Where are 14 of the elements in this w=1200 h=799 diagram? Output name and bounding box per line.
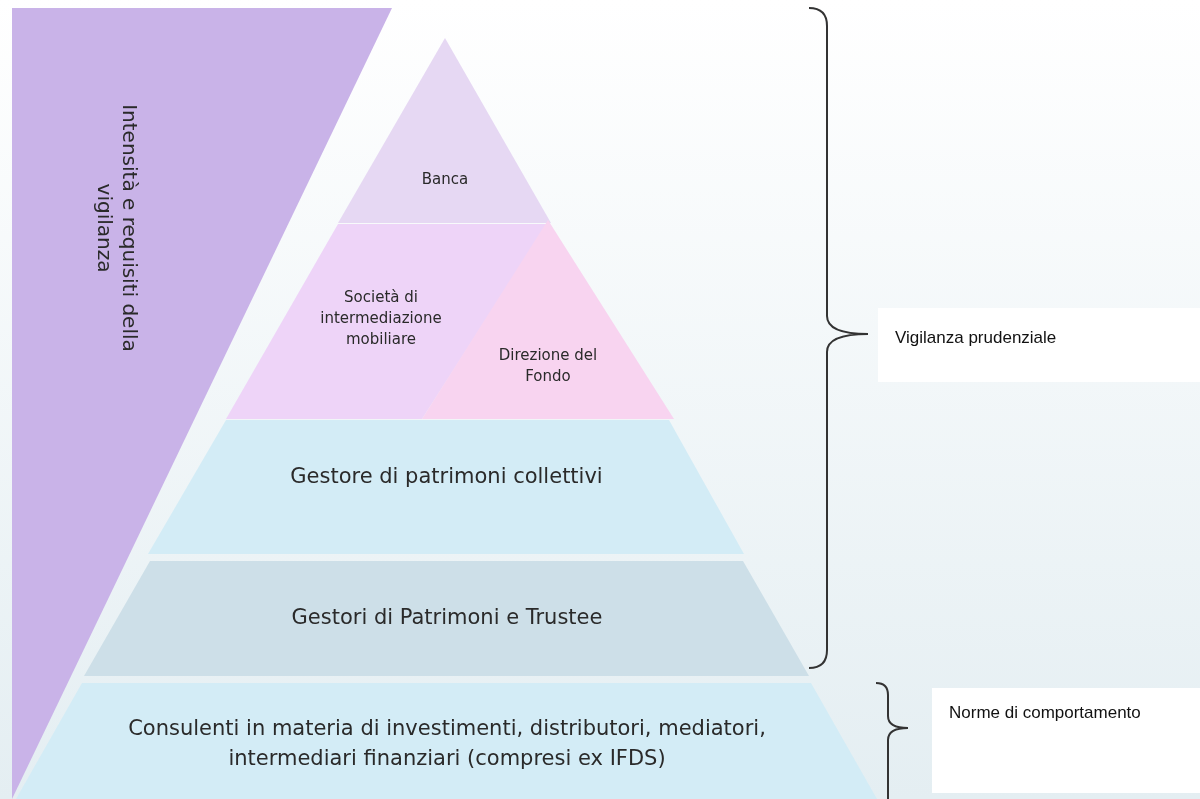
- pyramid-tier: [84, 561, 810, 676]
- tier-label: Società di intermediazione mobiliare: [319, 287, 443, 350]
- axis-text: Intensità e requisiti della vigilanza: [92, 103, 142, 354]
- tier-label: Banca: [420, 170, 470, 190]
- tier-label: Gestore di patrimoni collettivi: [289, 463, 604, 490]
- label-text: Vigilanza prudenziale: [895, 327, 1057, 349]
- tier-label: Gestori di Patrimoni e Trustee: [290, 604, 604, 631]
- tier-label: Direzione del Fondo: [497, 345, 599, 387]
- pyramid-tier: [338, 38, 552, 223]
- pyramid-tier: [16, 683, 878, 799]
- pyramid-tier: [148, 420, 745, 554]
- tier-label: Consulenti in materia di investimenti, distributori, mediatori, intermediari finanziari (compresi ex IFDS): [127, 715, 767, 773]
- label-text: Norme di comportamento: [949, 702, 1142, 724]
- label-box: [932, 688, 1200, 793]
